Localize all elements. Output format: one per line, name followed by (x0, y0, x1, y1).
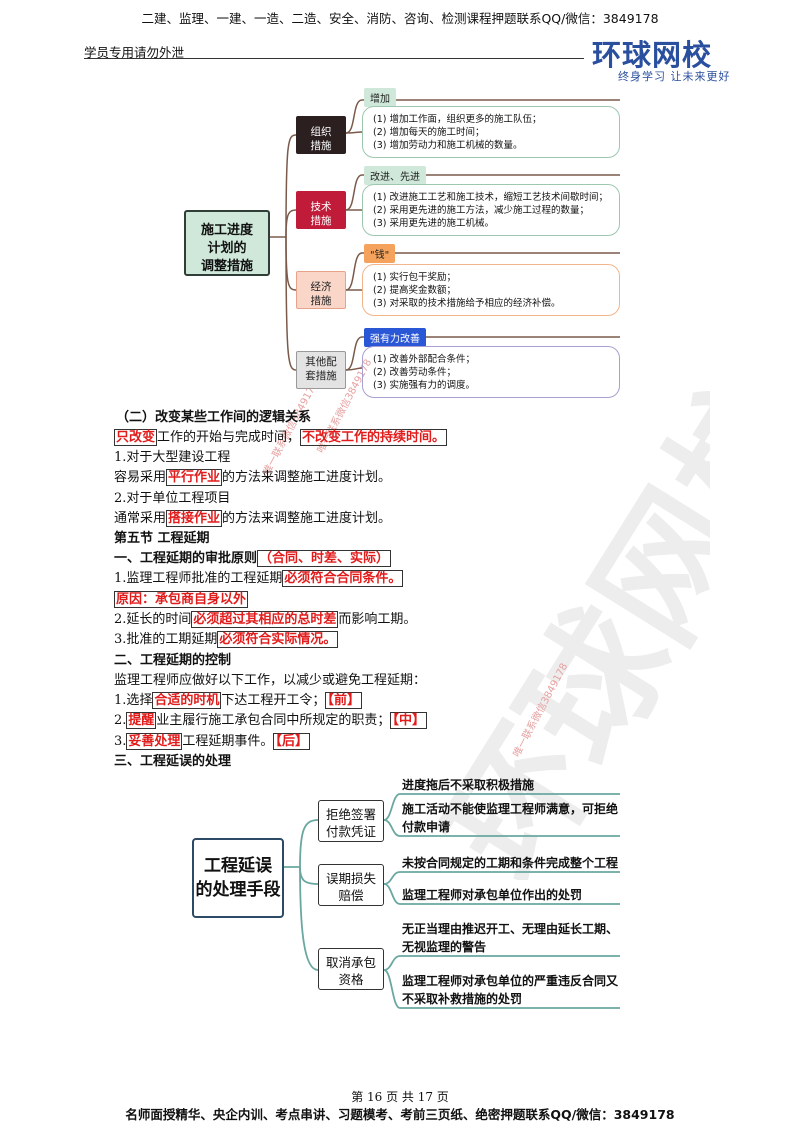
mindmap2-item: 监理工程师对承包单位作出的处罚 (402, 888, 583, 902)
mindmap2-item: 施工活动不能使监理工程师满意，可拒绝 付款申请 (402, 802, 619, 834)
mindmap1-box-economic: (1) 实行包干奖励； (2) 提高奖金数额； (3) 对采取的技术措施给予相应… (362, 264, 620, 316)
line-p1b: 容易采用平行作业的方法来调整施工进度计划。 (114, 469, 392, 486)
mindmap1-box-technical: (1) 改进施工工艺和施工技术，缩短工艺技术间歇时间； (2) 采用更先进的施工… (362, 184, 620, 236)
heading-control: 二、工程延期的控制 (114, 653, 232, 668)
mindmap2-category-refuse-payment: 拒绝签署 付款凭证 (318, 800, 384, 842)
line-logic: 只改变工作的开始与完成时间，不改变工作的持续时间。 (114, 429, 448, 446)
mindmap2-item: 未按合同规定的工期和条件完成整个工程 (402, 856, 619, 870)
mindmap1-category-other: 其他配 套措施 (296, 351, 346, 389)
mindmap1-center: 施工进度 计划的 调整措施 (184, 210, 270, 276)
mindmap1-tag-economic: "钱" (364, 244, 396, 263)
line-reason: 原因：承包商自身以外 (114, 591, 249, 608)
line-c1: 1.选择合适的时机下达工程开工令；【前】 (114, 692, 362, 709)
header-rule (84, 58, 584, 59)
mindmap2-category-cancel-qualification: 取消承包 资格 (318, 948, 384, 990)
mindmap1-category-technical: 技术 措施 (296, 191, 346, 229)
heading-approval: 一、工程延期的审批原则（合同、时差、实际） (114, 550, 392, 567)
line-p2b: 通常采用搭接作业的方法来调整施工进度计划。 (114, 510, 392, 527)
footer-promo: 名师面授精华、央企内训、考点串讲、习题模考、考前三页纸、绝密押题联系QQ/微信：… (125, 1107, 675, 1122)
mindmap1-tag-technical: 改进、先进 (364, 166, 426, 185)
line-control-intro: 监理工程师应做好以下工作，以减少或避免工程延期： (114, 673, 427, 688)
student-notice: 学员专用请勿外泄 (84, 45, 185, 60)
section-heading: 第五节 工程延期 (114, 531, 210, 546)
mindmap1-category-economic: 经济 措施 (296, 271, 346, 309)
page-number: 第 16 页 共 17 页 (351, 1090, 449, 1104)
mindmap1-connectors (270, 99, 620, 371)
logo-slogan: 终身学习 让未来更好 (618, 70, 731, 83)
mindmap1-category-organization: 组织 措施 (296, 116, 346, 154)
line-r1: 1.监理工程师批准的工程延期必须符合合同条件。 (114, 570, 404, 587)
header-promo: 二建、监理、一建、一造、二造、安全、消防、咨询、检测课程押题联系QQ/微信：38… (141, 11, 659, 26)
heading-delay-handling: 三、工程延误的处理 (114, 754, 232, 769)
watermark: 环球网校 (416, 346, 710, 880)
line-r2: 2.延长的时间必须超过其相应的总时差而影响工期。 (114, 611, 417, 628)
mindmap1-box-other: (1) 改善外部配合条件； (2) 改善劳动条件； (3) 实施强有力的调度。 (362, 346, 620, 398)
mindmap2-category-delay-damages: 误期损失 赔偿 (318, 864, 384, 906)
line-p2: 2.对于单位工程项目 (114, 491, 231, 506)
heading-logic: （二）改变某些工作间的逻辑关系 (116, 410, 312, 425)
mindmap2-connectors (283, 793, 620, 1009)
mindmap1-tag-organization: 增加 (364, 88, 396, 107)
mindmap2-center: 工程延误 的处理手段 (192, 838, 284, 918)
line-p1: 1.对于大型建设工程 (114, 450, 231, 465)
mindmap2-item: 进度拖后不采取积极措施 (402, 778, 535, 792)
mindmap2-item: 监理工程师对承包单位的严重违反合同又 不采取补救措施的处罚 (402, 974, 619, 1006)
mindmap1-box-organization: (1) 增加工作面，组织更多的施工队伍； (2) 增加每天的施工时间； (3) … (362, 106, 620, 158)
line-c3: 3.妥善处理工程延期事件。【后】 (114, 733, 310, 750)
line-c2: 2.提醒业主履行施工承包合同中所规定的职责；【中】 (114, 712, 427, 729)
logo: 环球网校 (592, 38, 713, 72)
mindmap1-tag-other: 强有力改善 (364, 328, 426, 347)
line-r3: 3.批准的工期延期必须符合实际情况。 (114, 631, 339, 648)
mindmap2-item: 无正当理由推迟开工、无理由延长工期、 无视监理的警告 (402, 922, 619, 954)
